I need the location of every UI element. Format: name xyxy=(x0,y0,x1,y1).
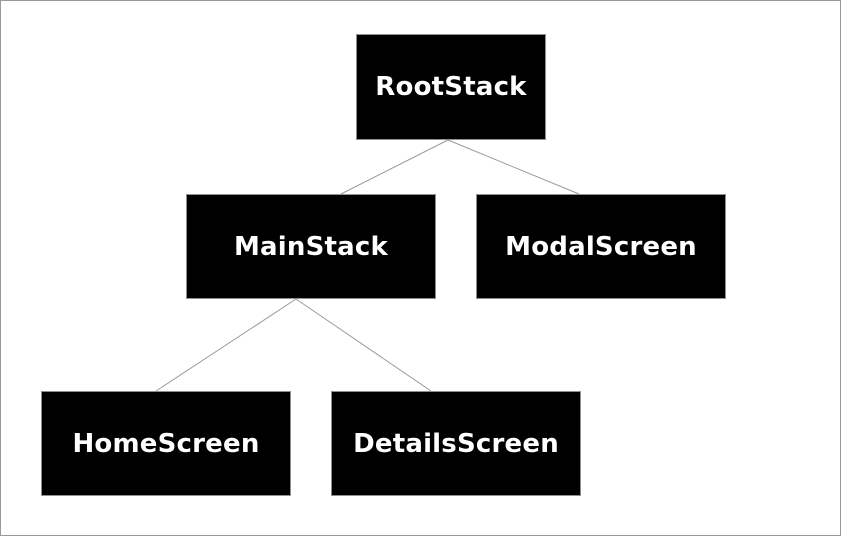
edge-rootstack-to-modalscreen xyxy=(447,139,580,195)
node-mainstack-label: MainStack xyxy=(233,231,389,262)
node-rootstack[interactable]: RootStack xyxy=(356,34,546,140)
node-homescreen-label: HomeScreen xyxy=(72,428,260,459)
node-detailsscreen[interactable]: DetailsScreen xyxy=(331,391,581,496)
edge-mainstack-to-homescreen xyxy=(155,298,297,392)
edge-rootstack-to-mainstack xyxy=(340,139,449,195)
node-modalscreen[interactable]: ModalScreen xyxy=(476,194,726,299)
node-rootstack-label: RootStack xyxy=(375,72,527,102)
node-detailsscreen-label: DetailsScreen xyxy=(353,428,559,459)
edge-mainstack-to-detailsscreen xyxy=(295,298,432,392)
node-modalscreen-label: ModalScreen xyxy=(505,231,697,262)
node-homescreen[interactable]: HomeScreen xyxy=(41,391,291,496)
node-mainstack[interactable]: MainStack xyxy=(186,194,436,299)
